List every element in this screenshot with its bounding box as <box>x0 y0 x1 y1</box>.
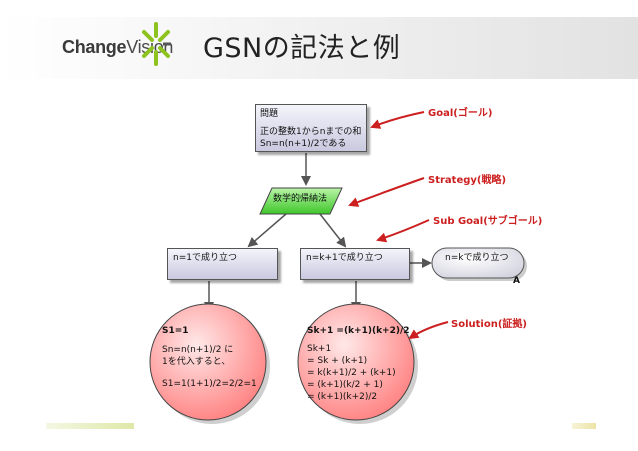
footer-accent-right <box>572 423 596 429</box>
annotation-arrow-goal <box>370 111 425 129</box>
goal-top-title: 問題 <box>260 109 279 119</box>
solution-left-shape[interactable] <box>149 303 267 421</box>
solution-right-line-4: = (k+1)(k/2 + 1) <box>307 380 383 390</box>
goal-n1-label: n=1で成り立つ <box>173 253 237 263</box>
strategy-label: 数学的帰納法 <box>273 194 328 204</box>
away-goal-module: A <box>513 276 520 286</box>
goal-top-line1: 正の整数1からnまでの和 <box>260 127 362 137</box>
solution-left-line-3: S1=1(1+1)/2=2/2=1 <box>162 379 257 389</box>
annotation-goal: Goal(ゴール) <box>428 108 493 119</box>
away-goal-shape[interactable] <box>431 247 525 279</box>
annotation-arrow-solution <box>408 321 449 340</box>
solution-left-heading: S1=1 <box>162 326 189 336</box>
goal-top-line2: Sn=n(n+1)/2である <box>260 139 347 149</box>
changevision-star-icon <box>142 22 171 66</box>
annotation-arrow-subgoal <box>376 219 430 243</box>
solution-left-line-2: 1を代入すると、 <box>162 357 231 367</box>
annotation-subgoal: Sub Goal(サブゴール) <box>433 216 543 227</box>
annotation-arrow-strategy <box>348 177 425 207</box>
solution-right-line-5: = (k+1)(k+2)/2 <box>307 392 378 402</box>
solution-right-heading: Sk+1 =(k+1)(k+2)/2 <box>307 326 410 336</box>
slide-header: ChangeVision GSNの記法と例 <box>0 0 638 92</box>
solution-right-line-3: = k(k+1)/2 + (k+1) <box>307 368 396 378</box>
goal-node-top[interactable]: 問題 正の整数1からnまでの和 Sn=n(n+1)/2である <box>255 104 367 152</box>
connector-strategy-mid <box>319 213 347 248</box>
strategy-node-shape[interactable] <box>259 187 343 215</box>
away-goal-label: n=kで成り立つ <box>445 253 509 263</box>
goal-node-n1[interactable]: n=1で成り立つ <box>167 248 278 280</box>
logo-brand-text: Change <box>62 37 127 57</box>
footer-accent-left <box>46 423 134 429</box>
solution-left-line-1: Sn=n(n+1)/2 に <box>162 345 234 355</box>
annotation-solution: Solution(証拠) <box>451 319 527 330</box>
solution-right-line-2: = Sk + (k+1) <box>307 356 368 366</box>
annotation-strategy: Strategy(戦略) <box>428 175 507 186</box>
solution-right-line-1: Sk+1 <box>307 344 332 354</box>
goal-node-nk1[interactable]: n=k+1で成り立つ <box>300 248 410 280</box>
goal-nk1-label: n=k+1で成り立つ <box>306 253 383 263</box>
header-band <box>0 17 638 79</box>
solution-right-shape[interactable] <box>297 303 415 421</box>
slide-title: GSNの記法と例 <box>203 33 401 64</box>
connector-strategy-left <box>247 213 287 248</box>
